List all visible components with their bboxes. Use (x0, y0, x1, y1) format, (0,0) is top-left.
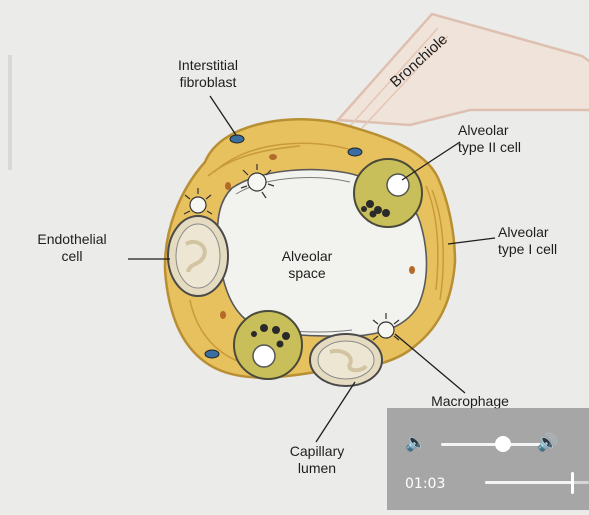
label-capillary-lumen: Capillary lumen (272, 443, 362, 477)
endothelial-capillary (168, 216, 228, 296)
volume-high-icon[interactable]: 🔊 (537, 433, 558, 453)
label-endothelial-cell: Endothelial cell (22, 231, 122, 265)
time-display: 01:03 (405, 476, 445, 492)
volume-slider-knob[interactable] (495, 436, 511, 452)
label-alveolar-type-ii: Alveolar type II cell (458, 122, 548, 156)
volume-slider-track[interactable] (441, 443, 541, 446)
edge-mark (8, 55, 12, 170)
volume-low-icon[interactable]: 🔈 (405, 433, 426, 453)
label-alveolar-type-i: Alveolar type I cell (498, 224, 588, 258)
label-interstitial-fibroblast: Interstitial fibroblast (158, 57, 258, 91)
label-alveolar-space: Alveolar space (262, 248, 352, 282)
type-ii-cell-top (354, 159, 422, 227)
progress-fill (485, 481, 572, 484)
type-ii-cell-bottom (234, 311, 302, 379)
progress-handle[interactable] (571, 472, 574, 494)
media-player-overlay: 🔈 🔊 01:03 (387, 408, 589, 510)
capillary-bottom (310, 334, 382, 386)
